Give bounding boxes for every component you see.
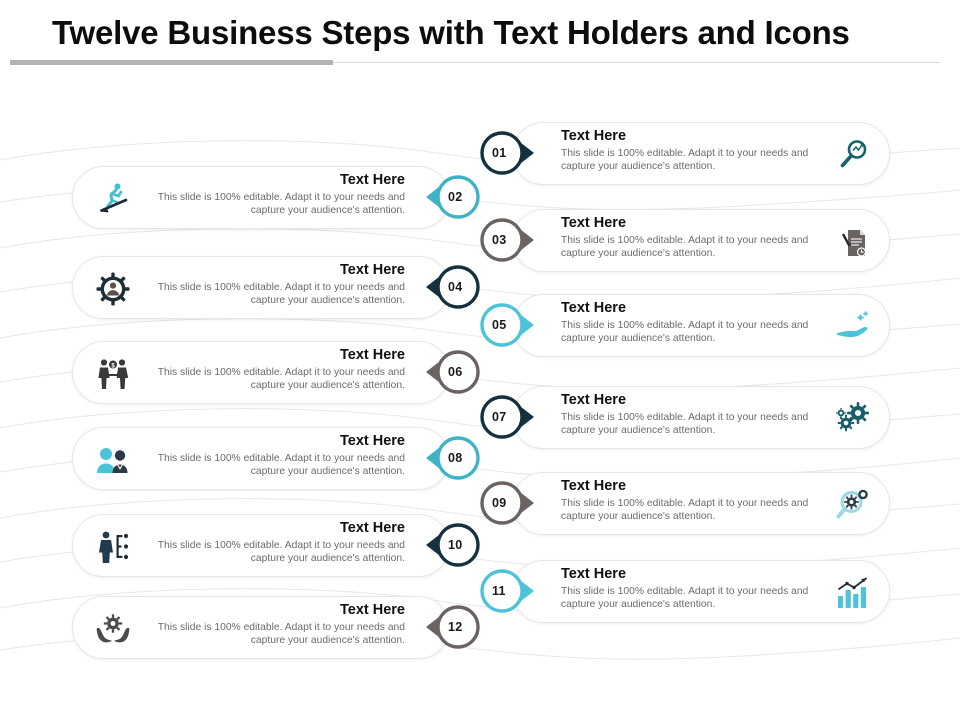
gears-cluster-icon — [835, 401, 871, 437]
magnifier-gear-icon — [835, 487, 871, 523]
step-number-badge-10[interactable]: 10 — [422, 519, 482, 571]
step-body-text: This slide is 100% editable. Adapt it to… — [157, 540, 405, 564]
title-divider-dark — [10, 60, 333, 65]
step-number-badge-09[interactable]: 09 — [478, 477, 538, 529]
people-money-exchange-icon: $ — [95, 356, 131, 392]
step-body-text: This slide is 100% editable. Adapt it to… — [561, 148, 809, 172]
step-body-text: This slide is 100% editable. Adapt it to… — [157, 453, 405, 477]
step-body-text: This slide is 100% editable. Adapt it to… — [157, 192, 405, 216]
step-body-text: This slide is 100% editable. Adapt it to… — [561, 235, 809, 259]
step-number-badge-05[interactable]: 05 — [478, 299, 538, 351]
step-number-label: 08 — [448, 451, 463, 465]
step-number-badge-03[interactable]: 03 — [478, 214, 538, 266]
step-heading: Text Here — [339, 602, 405, 618]
step-body-text: This slide is 100% editable. Adapt it to… — [157, 622, 405, 646]
step-number-label: 09 — [492, 496, 507, 510]
step-heading: Text Here — [561, 215, 627, 231]
step-number-badge-04[interactable]: 04 — [422, 261, 482, 313]
step-heading: Text Here — [339, 520, 405, 536]
step-heading: Text Here — [561, 566, 627, 582]
step-number-badge-11[interactable]: 11 — [478, 565, 538, 617]
title-divider-light — [10, 62, 940, 63]
step-heading: Text Here — [561, 128, 627, 144]
svg-text:$: $ — [111, 363, 115, 369]
step-number-label: 07 — [492, 410, 507, 424]
step-number-label: 01 — [492, 146, 507, 160]
step-number-label: 11 — [492, 584, 506, 598]
step-body-text: This slide is 100% editable. Adapt it to… — [561, 320, 809, 344]
step-body-text: This slide is 100% editable. Adapt it to… — [157, 367, 405, 391]
step-body-text: This slide is 100% editable. Adapt it to… — [561, 498, 809, 522]
step-body-text: This slide is 100% editable. Adapt it to… — [561, 412, 809, 436]
step-heading: Text Here — [561, 300, 627, 316]
hand-plus-benefits-icon — [835, 309, 871, 345]
gear-person-icon — [95, 271, 131, 307]
step-body-text: This slide is 100% editable. Adapt it to… — [561, 586, 809, 610]
step-number-badge-01[interactable]: 01 — [478, 127, 538, 179]
step-number-badge-07[interactable]: 07 — [478, 391, 538, 443]
step-number-label: 10 — [448, 538, 463, 552]
running-person-arrow-icon — [95, 181, 131, 217]
bar-chart-growth-icon — [835, 575, 871, 611]
step-number-label: 03 — [492, 233, 507, 247]
step-heading: Text Here — [339, 347, 405, 363]
step-number-badge-08[interactable]: 08 — [422, 432, 482, 484]
step-number-label: 02 — [448, 190, 463, 204]
step-heading: Text Here — [561, 478, 627, 494]
magnifier-search-icon — [835, 137, 871, 173]
two-avatars-icon — [95, 442, 131, 478]
title-divider — [0, 59, 960, 67]
person-checklist-icon — [95, 529, 131, 565]
document-pen-icon — [835, 224, 871, 260]
step-number-label: 12 — [448, 620, 463, 634]
step-number-badge-12[interactable]: 12 — [422, 601, 482, 653]
step-heading: Text Here — [339, 172, 405, 188]
step-number-label: 04 — [448, 280, 463, 294]
step-heading: Text Here — [561, 392, 627, 408]
step-number-badge-06[interactable]: 06 — [422, 346, 482, 398]
page-title: Twelve Business Steps with Text Holders … — [52, 14, 850, 51]
step-heading: Text Here — [339, 433, 405, 449]
step-number-badge-02[interactable]: 02 — [422, 171, 482, 223]
step-heading: Text Here — [339, 262, 405, 278]
step-number-label: 05 — [492, 318, 507, 332]
hands-gear-care-icon — [95, 611, 131, 647]
step-body-text: This slide is 100% editable. Adapt it to… — [157, 282, 405, 306]
step-number-label: 06 — [448, 365, 463, 379]
